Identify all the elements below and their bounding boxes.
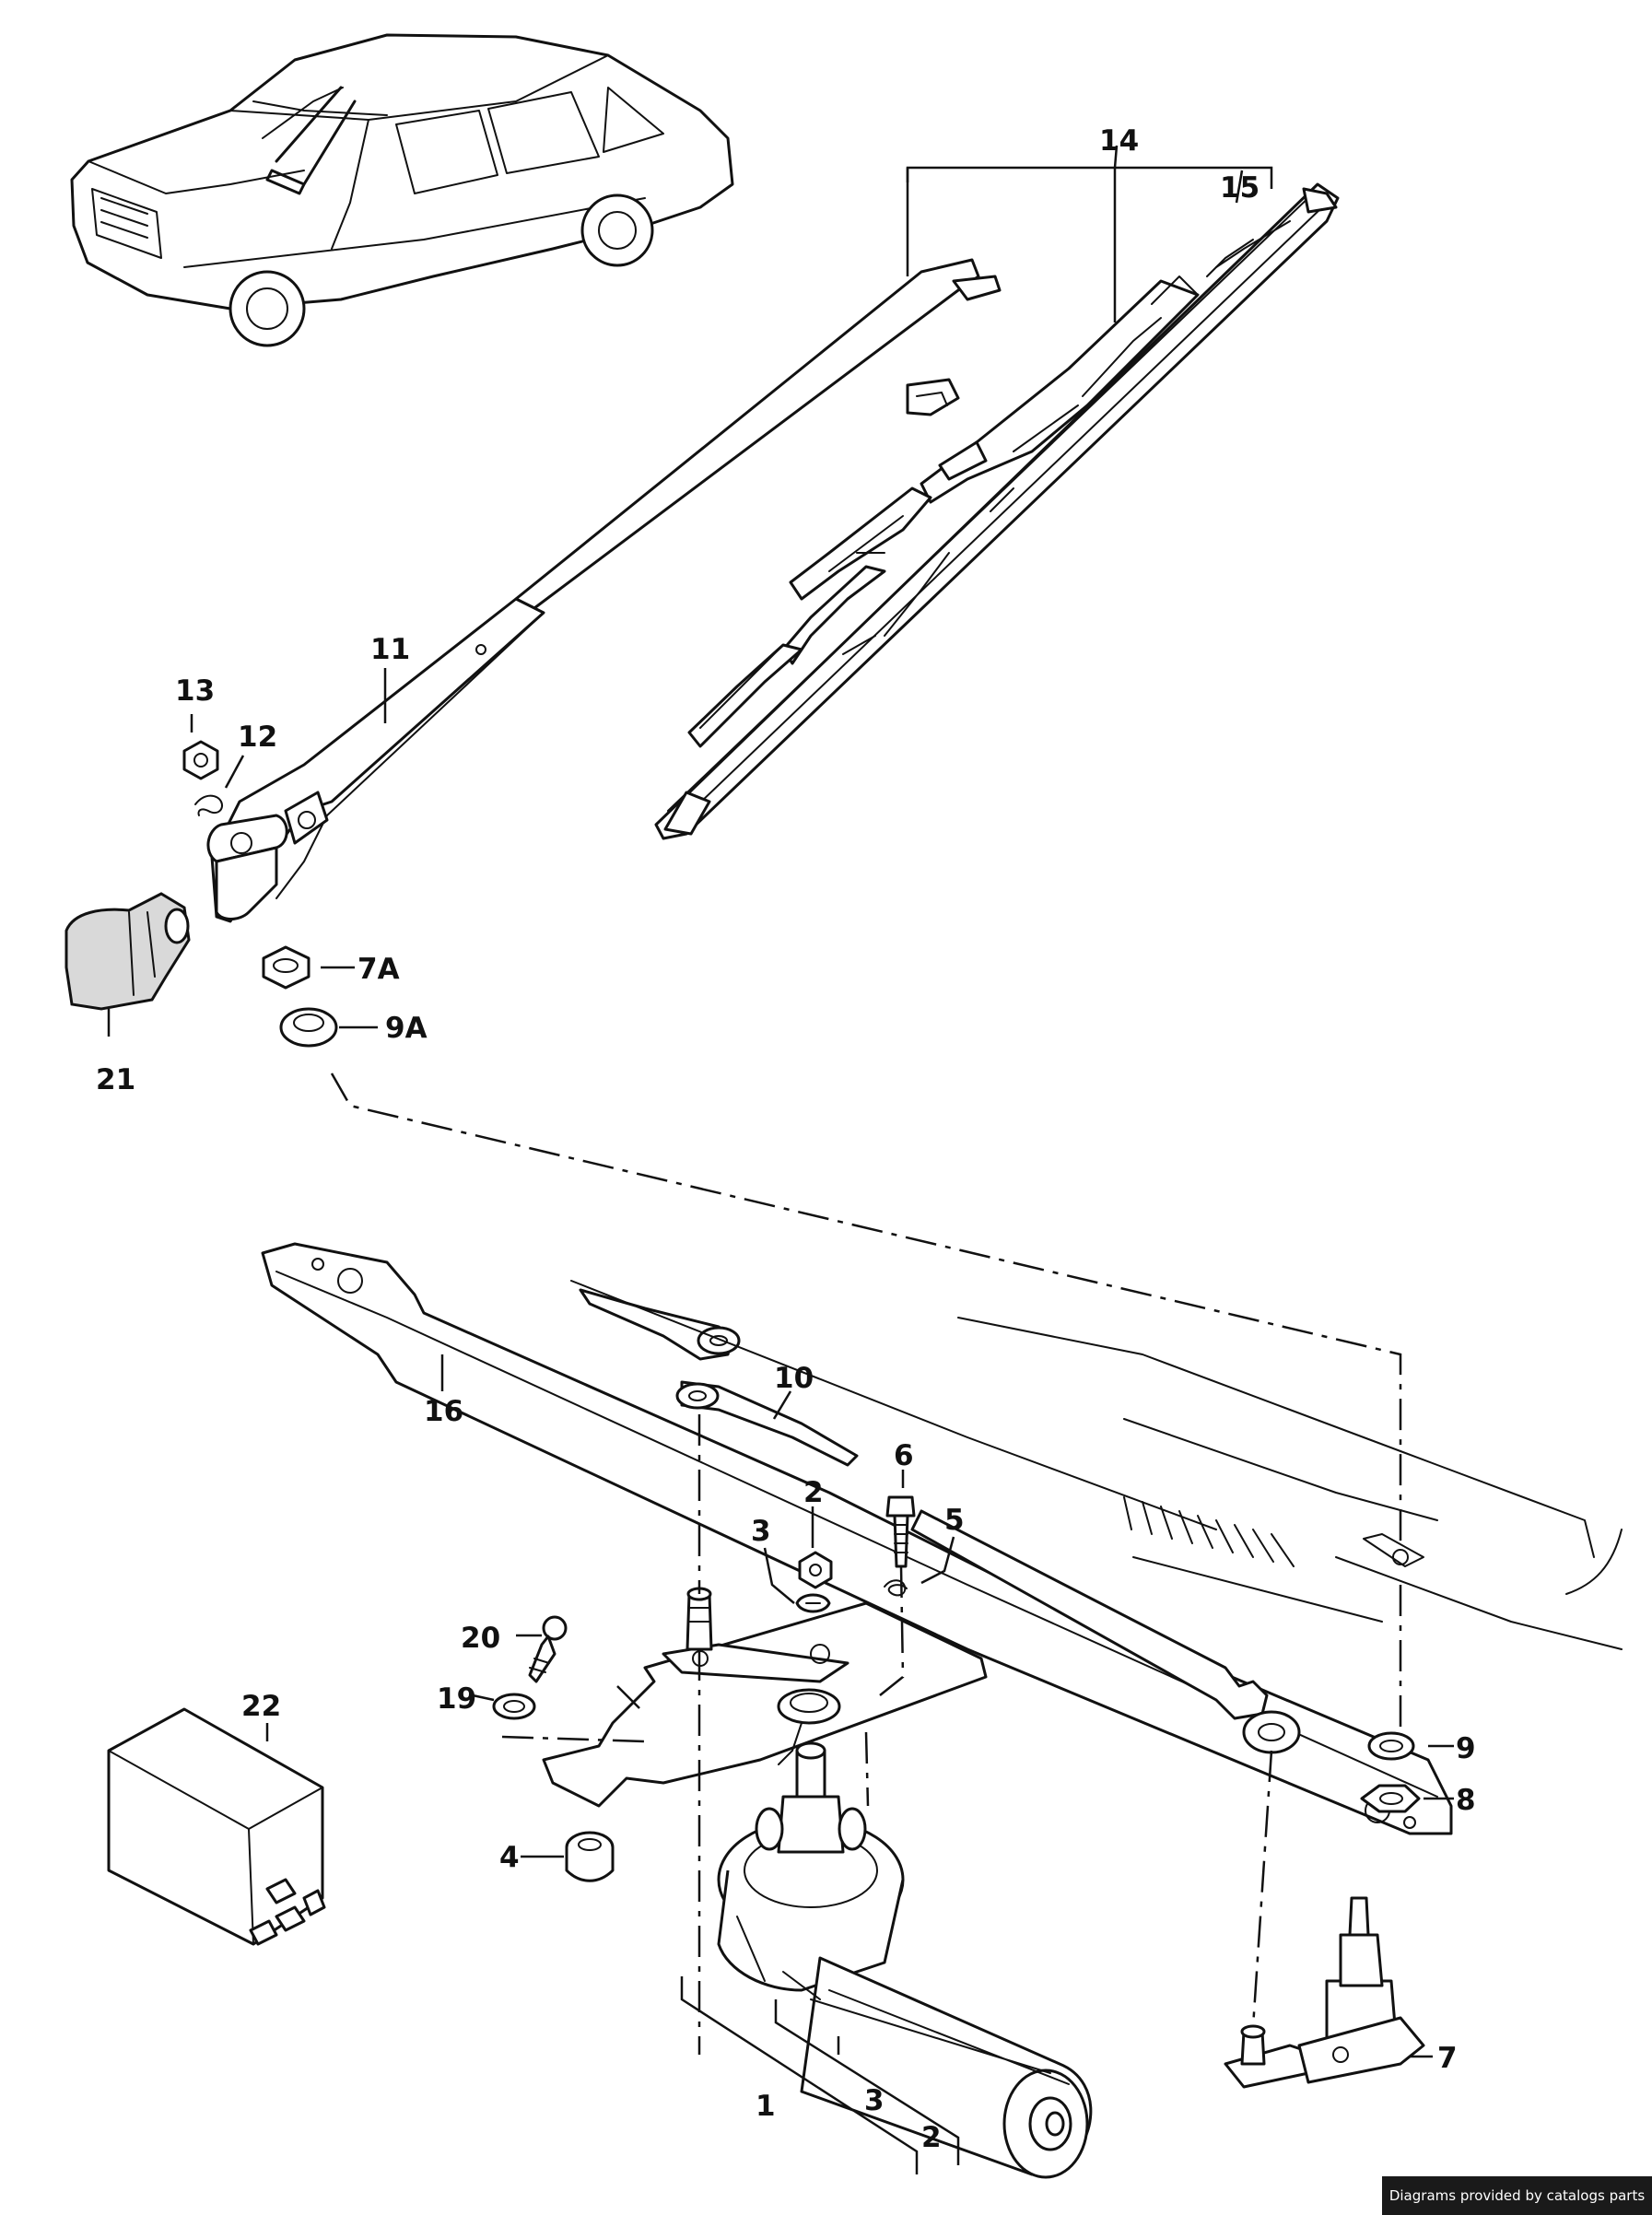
body-panel-outline [570, 1280, 1623, 1650]
washer-9 [1367, 1731, 1415, 1761]
callout-16: 16 [424, 1395, 463, 1428]
relay-22 [107, 1707, 326, 1946]
clip-3 [795, 1593, 831, 1613]
axis-line-screw-2 [616, 1685, 646, 1715]
cap-21 [64, 892, 191, 1011]
callout-11: 11 [370, 633, 410, 666]
callout-19: 19 [437, 1682, 476, 1716]
callout-21: 21 [96, 1063, 135, 1096]
bearing-in-bracket [777, 1688, 841, 1725]
nut-13 [182, 740, 219, 780]
callout-8: 8 [1456, 1784, 1476, 1817]
callout-6: 6 [894, 1439, 914, 1472]
callout-14: 14 [1099, 124, 1139, 158]
washer-19 [492, 1693, 536, 1720]
callout-7: 7 [1437, 2042, 1458, 2075]
axis-line-screw [501, 1735, 646, 1743]
callout-13: 13 [175, 674, 215, 708]
callout-3-motor: 3 [864, 2084, 885, 2117]
nut-8 [1360, 1784, 1421, 1813]
motor-crank-7 [1224, 1896, 1425, 2089]
wiper-arm [206, 258, 1002, 923]
callout-2: 2 [803, 1476, 824, 1509]
callout-10: 10 [774, 1362, 814, 1395]
axis-line-motor-shaft [864, 1731, 870, 1807]
callout-4: 4 [499, 1841, 520, 1874]
pivot-shaft-left [685, 1587, 713, 1651]
grommet-9A [279, 1007, 338, 1048]
axis-line-crank [1251, 1750, 1273, 2028]
nut-2 [798, 1551, 833, 1589]
axis-line-bolt [879, 1565, 905, 1696]
nut-7A [262, 945, 310, 990]
blade-clip [906, 378, 960, 416]
callout-20: 20 [461, 1622, 500, 1655]
callout-15: 15 [1220, 171, 1260, 205]
callout-7A: 7A [357, 953, 400, 986]
motor-bracket [542, 1601, 988, 1808]
wiper-blade [654, 182, 1340, 840]
tie-rod [910, 1509, 1301, 1754]
leader-lines [107, 668, 1454, 2174]
bolt-6 [885, 1495, 916, 1568]
callout-9A: 9A [385, 1012, 428, 1045]
callout-9: 9 [1456, 1732, 1476, 1765]
car-illustration [70, 33, 734, 347]
blade-assembly-bracket [906, 145, 1273, 322]
dashed-link-9A-9 [330, 1072, 1402, 1548]
grommet-4 [565, 1831, 615, 1882]
callout-22: 22 [241, 1690, 281, 1723]
callout-2-motor: 2 [921, 2121, 942, 2154]
link-arm-10 [579, 1288, 859, 1467]
callout-3: 3 [751, 1515, 771, 1548]
washer-12 [194, 794, 223, 816]
wiper-motor [717, 1741, 1093, 2179]
screw-20 [528, 1615, 568, 1683]
callout-12: 12 [238, 721, 277, 754]
callout-5: 5 [944, 1504, 965, 1537]
washer-5 [884, 1579, 908, 1597]
diagram-credit: Diagrams provided by catalogs parts [1382, 2176, 1652, 2215]
callout-1: 1 [756, 2090, 776, 2123]
